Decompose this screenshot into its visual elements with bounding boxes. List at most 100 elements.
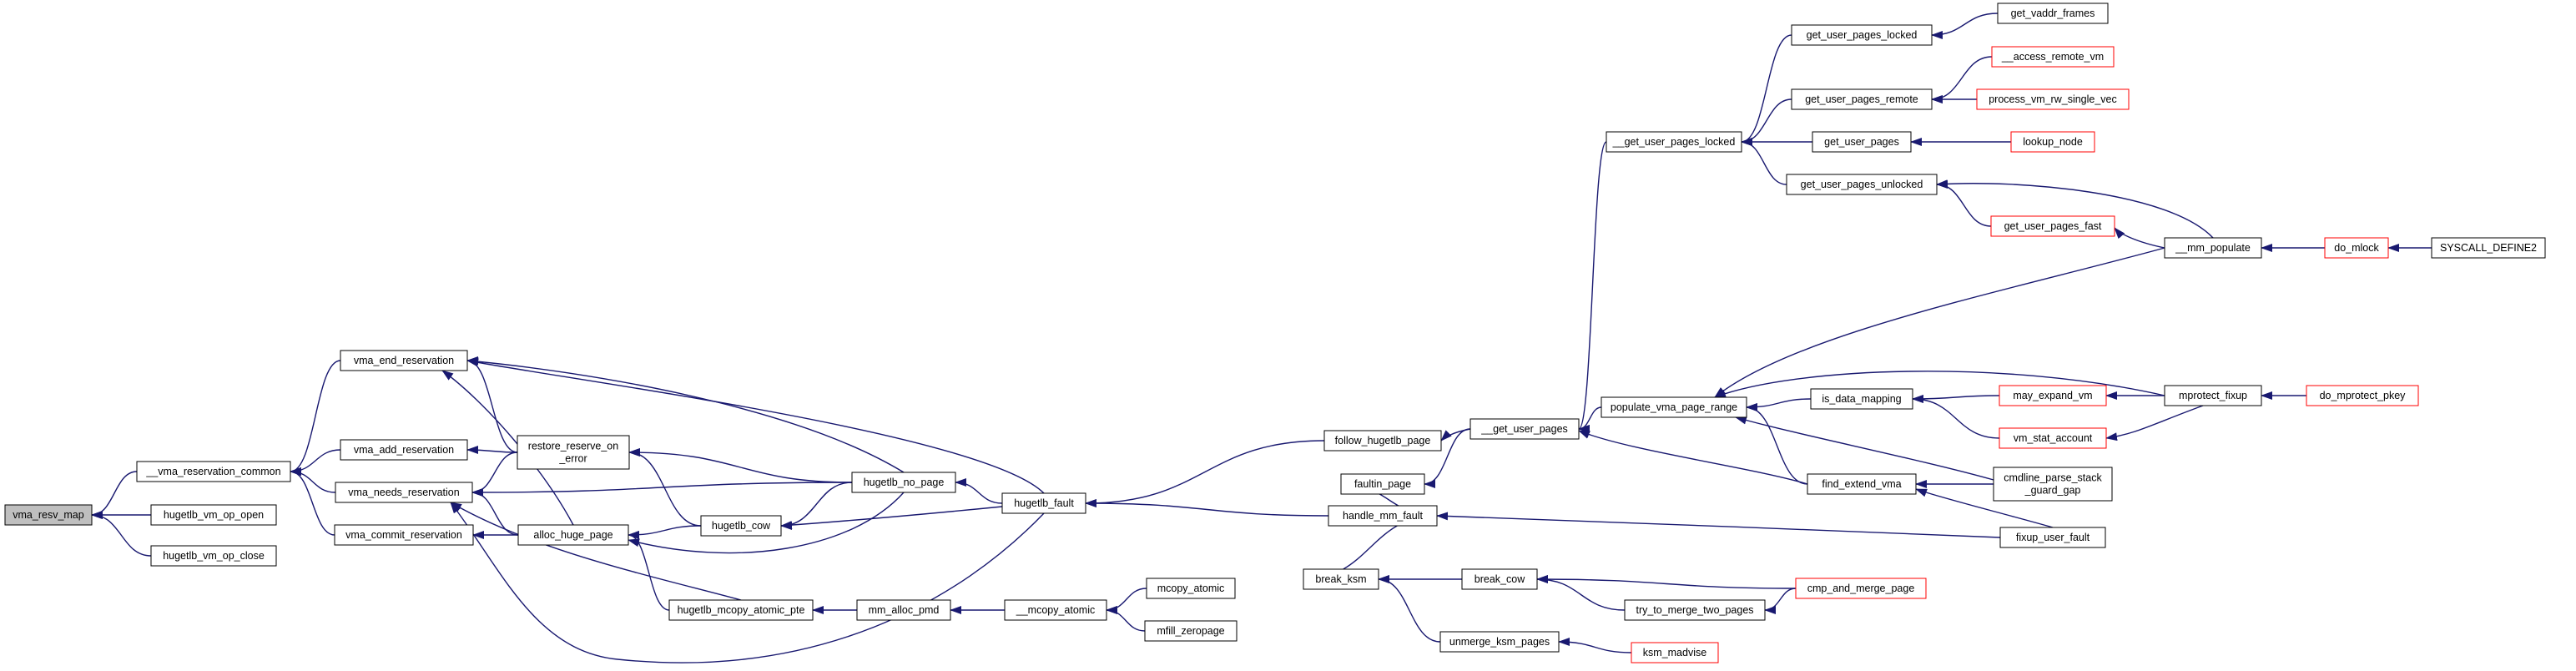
node-try_to_merge_two_pages[interactable]: try_to_merge_two_pages [1624,599,1766,621]
node-mm_populate[interactable]: __mm_populate [2164,237,2262,259]
node-label: get_user_pages_unlocked [1801,179,1923,190]
node-box [1795,578,1927,599]
node-label: hugetlb_vm_op_open [164,509,264,521]
node-box [2324,237,2389,259]
node-mprotect_fixup[interactable]: mprotect_fixup [2164,385,2262,406]
node-box [1997,3,2109,24]
edge-mfill_zeropage-to-mcopy_atomic_ [1106,606,1146,632]
node-box [1976,88,2130,110]
node-label: mfill_zeropage [1157,625,1224,637]
node-box [1993,467,2113,502]
node-lookup_node[interactable]: lookup_node [2010,131,2095,153]
node-follow_hugetlb_page[interactable]: follow_hugetlb_page [1323,430,1442,452]
node-label: __get_user_pages [1480,423,1568,435]
node-hugetlb_cow[interactable]: hugetlb_cow [700,515,782,537]
node-get_user_pages_unlocked[interactable]: get_user_pages_unlocked [1786,174,1938,195]
edge-hugetlb_mcopy_atomic_pte-to-vma_needs_reservation [450,502,742,601]
node-get_user_pages_locked_[interactable]: __get_user_pages_locked [1606,131,1742,153]
node-vm_stat_account[interactable]: vm_stat_account [1999,427,2107,449]
node-cmp_and_merge_page[interactable]: cmp_and_merge_page [1795,578,1927,599]
edge-hugetlb_no_page-to-hugetlb_cow [780,482,853,530]
node-box [4,504,93,526]
node-hugetlb_vm_op_close[interactable]: hugetlb_vm_op_close [150,545,277,567]
node-fixup_user_fault[interactable]: fixup_user_fault [1999,527,2106,548]
edge-hugetlb_fault-to-hugetlb_no_page [955,478,1003,504]
edge-cmp_and_merge_page-to-try_to_merge_two_pages [1764,588,1797,614]
node-box [1146,578,1236,599]
node-label: lookup_node [2023,136,2083,148]
edge-cmp_and_merge_page-to-break_cow [1536,575,1797,589]
edge-hugetlb_vm_op_close-to-vma_resv_map [91,511,152,557]
node-vma_reservation_common[interactable]: __vma_reservation_common [136,461,291,482]
node-get_user_pages[interactable]: get_user_pages [1812,131,1912,153]
edge-hugetlb_fault-to-vma_needs_reservation [450,502,1045,663]
node-restore_reserve_on_error[interactable]: restore_reserve_on_error [517,435,630,470]
node-label: SYSCALL_DEFINE2 [2440,242,2537,254]
node-box [1990,215,2115,237]
node-do_mprotect_pkey[interactable]: do_mprotect_pkey [2306,385,2419,406]
node-box [340,350,468,371]
node-hugetlb_vm_op_open[interactable]: hugetlb_vm_op_open [150,504,277,526]
edge-hugetlb_fault-to-vma_end_reservation [466,358,1045,494]
node-get_user_pages_remote[interactable]: get_user_pages_remote [1791,88,1933,110]
node-hugetlb_fault[interactable]: hugetlb_fault [1001,492,1086,514]
node-get_vaddr_frames[interactable]: get_vaddr_frames [1997,3,2109,24]
node-get_user_pages_fast[interactable]: get_user_pages_fast [1990,215,2115,237]
node-box [1303,568,1379,590]
edge-vma_end_reservation-to-vma_reservation_common [290,360,341,476]
node-access_remote_vm[interactable]: __access_remote_vm [1991,46,2115,68]
node-label: hugetlb_cow [712,520,771,532]
node-populate_vma_page_range[interactable]: populate_vma_page_range [1601,396,1747,418]
node-box [2164,385,2262,406]
node-is_data_mapping[interactable]: is_data_mapping [1810,388,1913,410]
node-unmerge_ksm_pages[interactable]: unmerge_ksm_pages [1439,631,1560,653]
node-faultin_page[interactable]: faultin_page [1340,473,1425,495]
node-box [1786,174,1938,195]
node-mfill_zeropage[interactable]: mfill_zeropage [1144,620,1238,642]
node-get_user_pages_[interactable]: __get_user_pages [1469,418,1580,440]
node-mcopy_atomic_[interactable]: __mcopy_atomic [1004,599,1107,621]
node-hugetlb_no_page[interactable]: hugetlb_no_page [851,472,956,493]
edge-mcopy_atomic-to-mcopy_atomic_ [1106,588,1147,614]
node-vma_resv_map[interactable]: vma_resv_map [4,504,93,526]
node-hugetlb_mcopy_atomic_pte[interactable]: hugetlb_mcopy_atomic_pte [668,599,814,621]
node-label: try_to_merge_two_pages [1636,604,1753,616]
node-vma_end_reservation[interactable]: vma_end_reservation [340,350,468,371]
edge-is_data_mapping-to-populate_vma_page_range [1746,398,1812,411]
node-box [1812,131,1912,153]
node-box [150,545,277,567]
node-mcopy_atomic[interactable]: mcopy_atomic [1146,578,1236,599]
node-vma_add_reservation[interactable]: vma_add_reservation [340,439,468,461]
node-cmdline_parse_stack_guard_gap[interactable]: cmdline_parse_stack_guard_gap [1993,467,2113,502]
node-label: vma_end_reservation [354,355,454,366]
node-box [1606,131,1742,153]
node-process_vm_rw_single_vec[interactable]: process_vm_rw_single_vec [1976,88,2130,110]
node-ksm_madvise[interactable]: ksm_madvise [1631,642,1719,663]
node-label: mprotect_fixup [2179,390,2247,401]
node-get_user_pages_locked[interactable]: get_user_pages_locked [1791,24,1933,46]
node-label: alloc_huge_page [533,529,612,541]
node-label: get_user_pages_fast [2004,220,2102,232]
edge-vma_needs_reservation-to-vma_reservation_common [290,467,336,493]
node-label: is_data_mapping [1822,393,1901,405]
node-label: hugetlb_vm_op_close [163,550,265,562]
node-vma_needs_reservation[interactable]: vma_needs_reservation [335,482,473,503]
node-box [1328,505,1438,527]
node-label: break_ksm [1315,573,1366,585]
node-vma_commit_reservation[interactable]: vma_commit_reservation [334,524,474,546]
node-SYSCALL_DEFINE2[interactable]: SYSCALL_DEFINE2 [2431,237,2546,259]
node-alloc_huge_page[interactable]: alloc_huge_page [517,524,629,546]
node-handle_mm_fault[interactable]: handle_mm_fault [1328,505,1438,527]
node-may_expand_vm[interactable]: may_expand_vm [1999,385,2107,406]
node-box [668,599,814,621]
edge-get_vaddr_frames-to-get_user_pages_locked [1931,13,1999,39]
node-box [1807,473,1917,495]
node-find_extend_vma[interactable]: find_extend_vma [1807,473,1917,495]
edge-hugetlb_mcopy_atomic_pte-to-alloc_huge_page [628,531,670,611]
edge-get_user_pages_locked-to-get_user_pages_locked_ [1741,34,1792,146]
node-label: unmerge_ksm_pages [1449,636,1550,648]
node-do_mlock[interactable]: do_mlock [2324,237,2389,259]
node-break_ksm[interactable]: break_ksm [1303,568,1379,590]
node-mm_alloc_pmd[interactable]: mm_alloc_pmd [856,599,951,621]
node-break_cow[interactable]: break_cow [1461,568,1538,590]
